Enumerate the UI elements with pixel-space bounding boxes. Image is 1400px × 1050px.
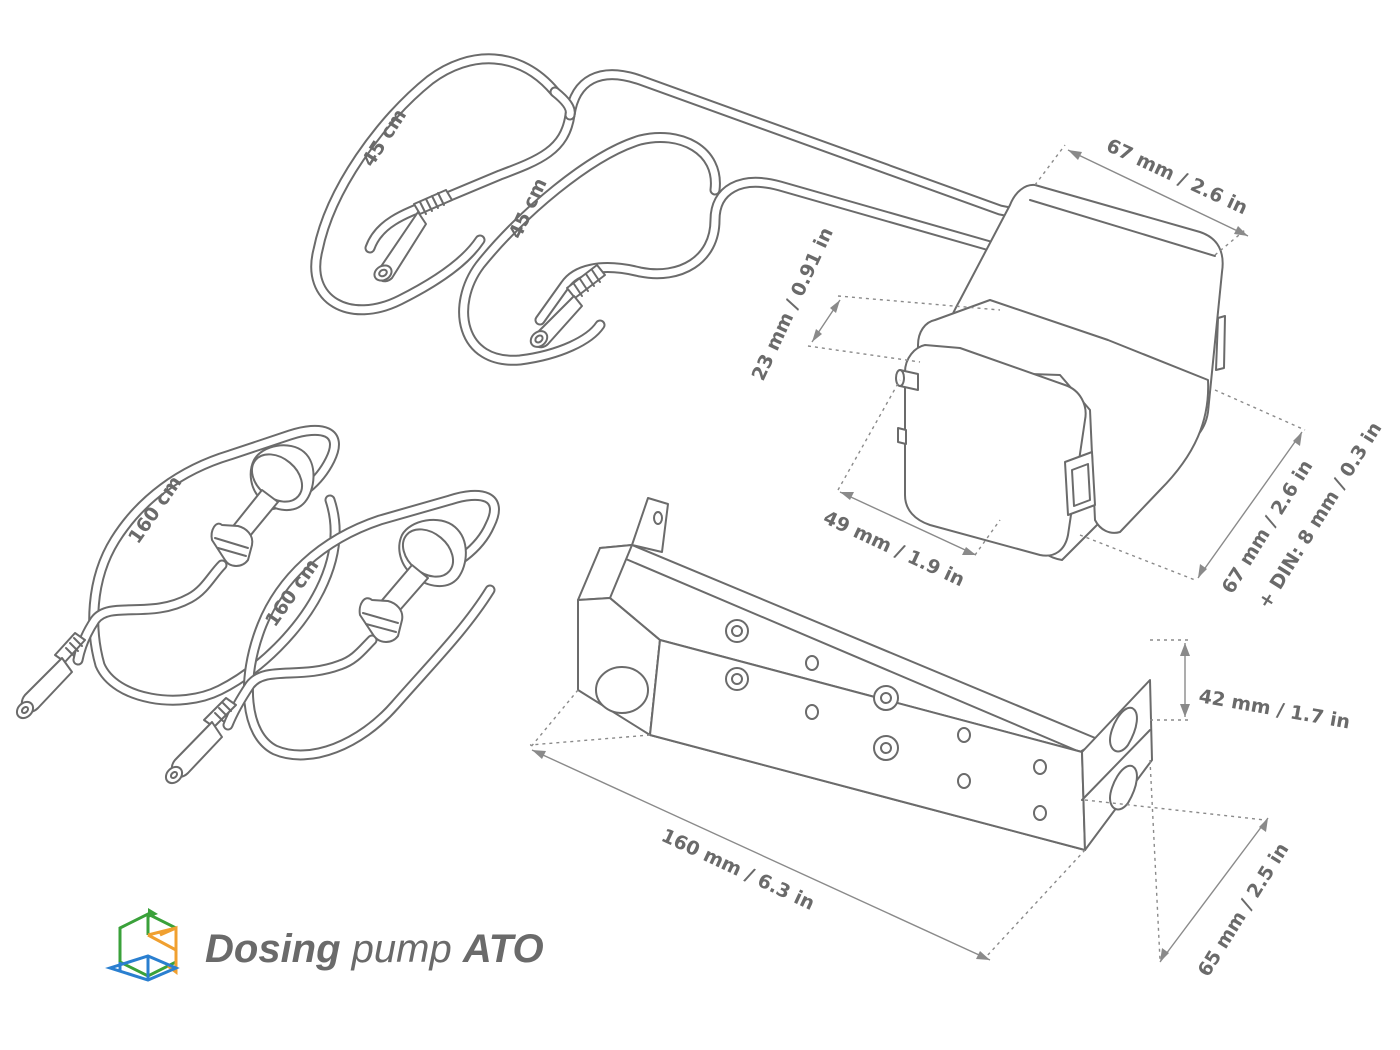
logo-word-pump: pump [351,927,452,971]
top-cable-2 [458,131,1006,366]
top-cable-1 [310,53,1016,316]
logo-title: Dosing pump ATO [205,927,544,972]
sensor-cable-2 [164,489,500,785]
dim-cable-top-1: 45 cm [358,105,411,171]
dim-bracket-depth: 65 mm / 2.5 in [1194,839,1294,981]
dim-pump-outlet-height: 23 mm / 0.91 in [748,224,838,384]
sensor-cable-1 [15,424,341,720]
sensor-plug-icon [164,697,237,785]
float-sensor-icon [358,518,467,643]
mounting-holes [725,619,1047,821]
dc-socket-icon [373,189,453,283]
float-sensor-icon [210,444,315,567]
dc-plug-icon [529,264,606,349]
ato-logo-icon [105,908,180,982]
dim-cable-top-2: 45 cm [505,175,552,242]
mounting-bracket [577,497,1153,851]
logo-word-dosing: Dosing [205,927,341,971]
dosing-pump-body [895,183,1226,561]
logo-word-ato: ATO [462,927,544,971]
sensor-plug-icon [15,632,86,720]
dim-bracket-height: 42 mm / 1.7 in [1197,685,1352,733]
dimension-lines [529,144,1306,963]
